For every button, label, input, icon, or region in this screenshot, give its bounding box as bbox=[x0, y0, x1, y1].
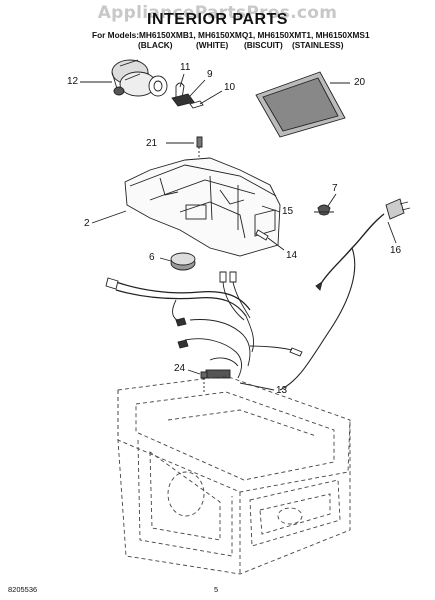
callout-11: 11 bbox=[180, 62, 191, 73]
finish-stainless: (STAINLESS) bbox=[292, 40, 344, 50]
callout-6: 6 bbox=[149, 252, 155, 263]
thermal-fuse-part bbox=[255, 229, 269, 241]
microwave-cabinet-outline bbox=[117, 375, 351, 575]
watermark: AppliancePartsPros.com bbox=[97, 3, 338, 23]
base-plate-part bbox=[124, 157, 281, 257]
models-line: For Models:MH6150XMB1, MH6150XMQ1, MH615… bbox=[92, 30, 370, 40]
callout-20: 20 bbox=[354, 77, 366, 88]
callout-10: 10 bbox=[224, 82, 236, 93]
callout-21: 21 bbox=[146, 138, 158, 149]
callout-24: 24 bbox=[174, 363, 186, 374]
callout-14: 14 bbox=[286, 250, 298, 261]
power-cord-part bbox=[279, 198, 411, 391]
callout-7: 7 bbox=[332, 183, 338, 194]
callout-13: 13 bbox=[276, 385, 288, 396]
document-number: 8205536 bbox=[8, 585, 38, 594]
finish-biscuit: (BISCUIT) bbox=[244, 40, 283, 50]
callout-15: 15 bbox=[282, 206, 294, 217]
callout-2: 2 bbox=[84, 218, 90, 229]
page-title: INTERIOR PARTS bbox=[147, 11, 288, 28]
page-number: 5 bbox=[214, 585, 219, 594]
finish-white: (WHITE) bbox=[196, 40, 229, 50]
wire-harness-part bbox=[105, 271, 303, 379]
charcoal-filter-part bbox=[255, 71, 346, 138]
fan-motor-part bbox=[111, 59, 168, 97]
screw-part-24 bbox=[200, 371, 208, 392]
callout-9: 9 bbox=[207, 69, 213, 80]
callout-12: 12 bbox=[67, 76, 79, 87]
screw-part-21 bbox=[196, 136, 203, 158]
callout-16: 16 bbox=[390, 245, 402, 256]
finish-black: (BLACK) bbox=[138, 40, 173, 50]
thermostat-part bbox=[314, 204, 334, 216]
fan-capacitor-part bbox=[170, 252, 196, 271]
switch-part bbox=[171, 82, 204, 109]
